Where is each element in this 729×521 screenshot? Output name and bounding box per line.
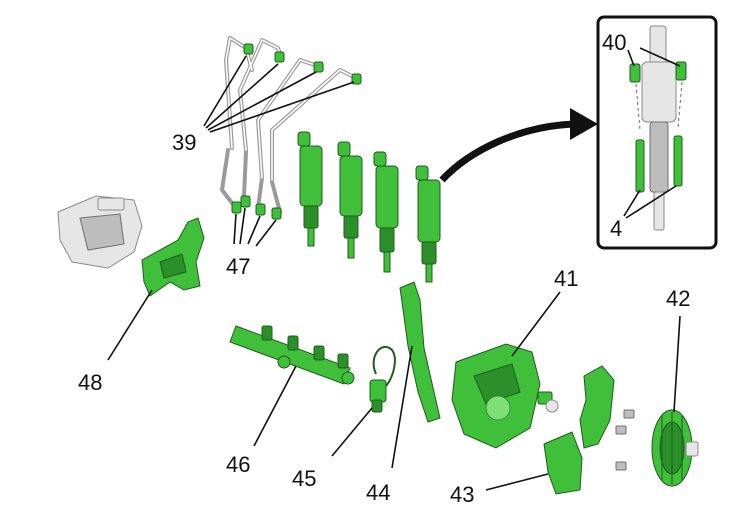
callout-40: 40 bbox=[602, 30, 626, 55]
washer bbox=[635, 139, 645, 193]
leader-lines bbox=[107, 47, 681, 491]
pressure-sensor bbox=[369, 346, 396, 413]
injectors bbox=[297, 131, 441, 283]
callout-labels: 39 40 4 41 42 43 44 45 46 47 48 bbox=[78, 30, 690, 507]
pipe-fitting bbox=[313, 61, 324, 73]
callout-39: 39 bbox=[172, 130, 196, 155]
callout-41: 41 bbox=[554, 266, 578, 291]
support-arm bbox=[399, 281, 441, 423]
fuel-rail bbox=[229, 325, 355, 385]
pipe-fitting bbox=[351, 73, 362, 85]
pipe-fitting bbox=[243, 43, 254, 55]
callout-4: 4 bbox=[610, 216, 622, 241]
callout-44: 44 bbox=[366, 480, 390, 505]
mounting-bracket bbox=[141, 217, 205, 297]
injector bbox=[337, 141, 363, 259]
high-pressure-pipes bbox=[220, 36, 362, 214]
pump-bracket bbox=[543, 365, 615, 495]
pipe-fitting bbox=[274, 51, 285, 63]
callout-42: 42 bbox=[666, 286, 690, 311]
callout-46: 46 bbox=[226, 452, 250, 477]
bolts bbox=[615, 409, 635, 471]
high-pressure-pump bbox=[451, 343, 559, 449]
seal-ring bbox=[675, 61, 687, 81]
pump-gear bbox=[651, 409, 699, 487]
seal-ring bbox=[629, 63, 641, 83]
callout-47: 47 bbox=[226, 254, 250, 279]
engine-context bbox=[57, 195, 143, 269]
pipe-lower-fittings bbox=[231, 195, 282, 220]
callout-48: 48 bbox=[78, 370, 102, 395]
injector bbox=[373, 151, 399, 273]
injector bbox=[415, 165, 441, 283]
injector bbox=[297, 131, 323, 247]
callout-45: 45 bbox=[292, 466, 316, 491]
callout-43: 43 bbox=[450, 482, 474, 507]
detail-arrow bbox=[439, 108, 598, 183]
injector-detail-box bbox=[596, 15, 718, 250]
washer bbox=[673, 135, 683, 187]
